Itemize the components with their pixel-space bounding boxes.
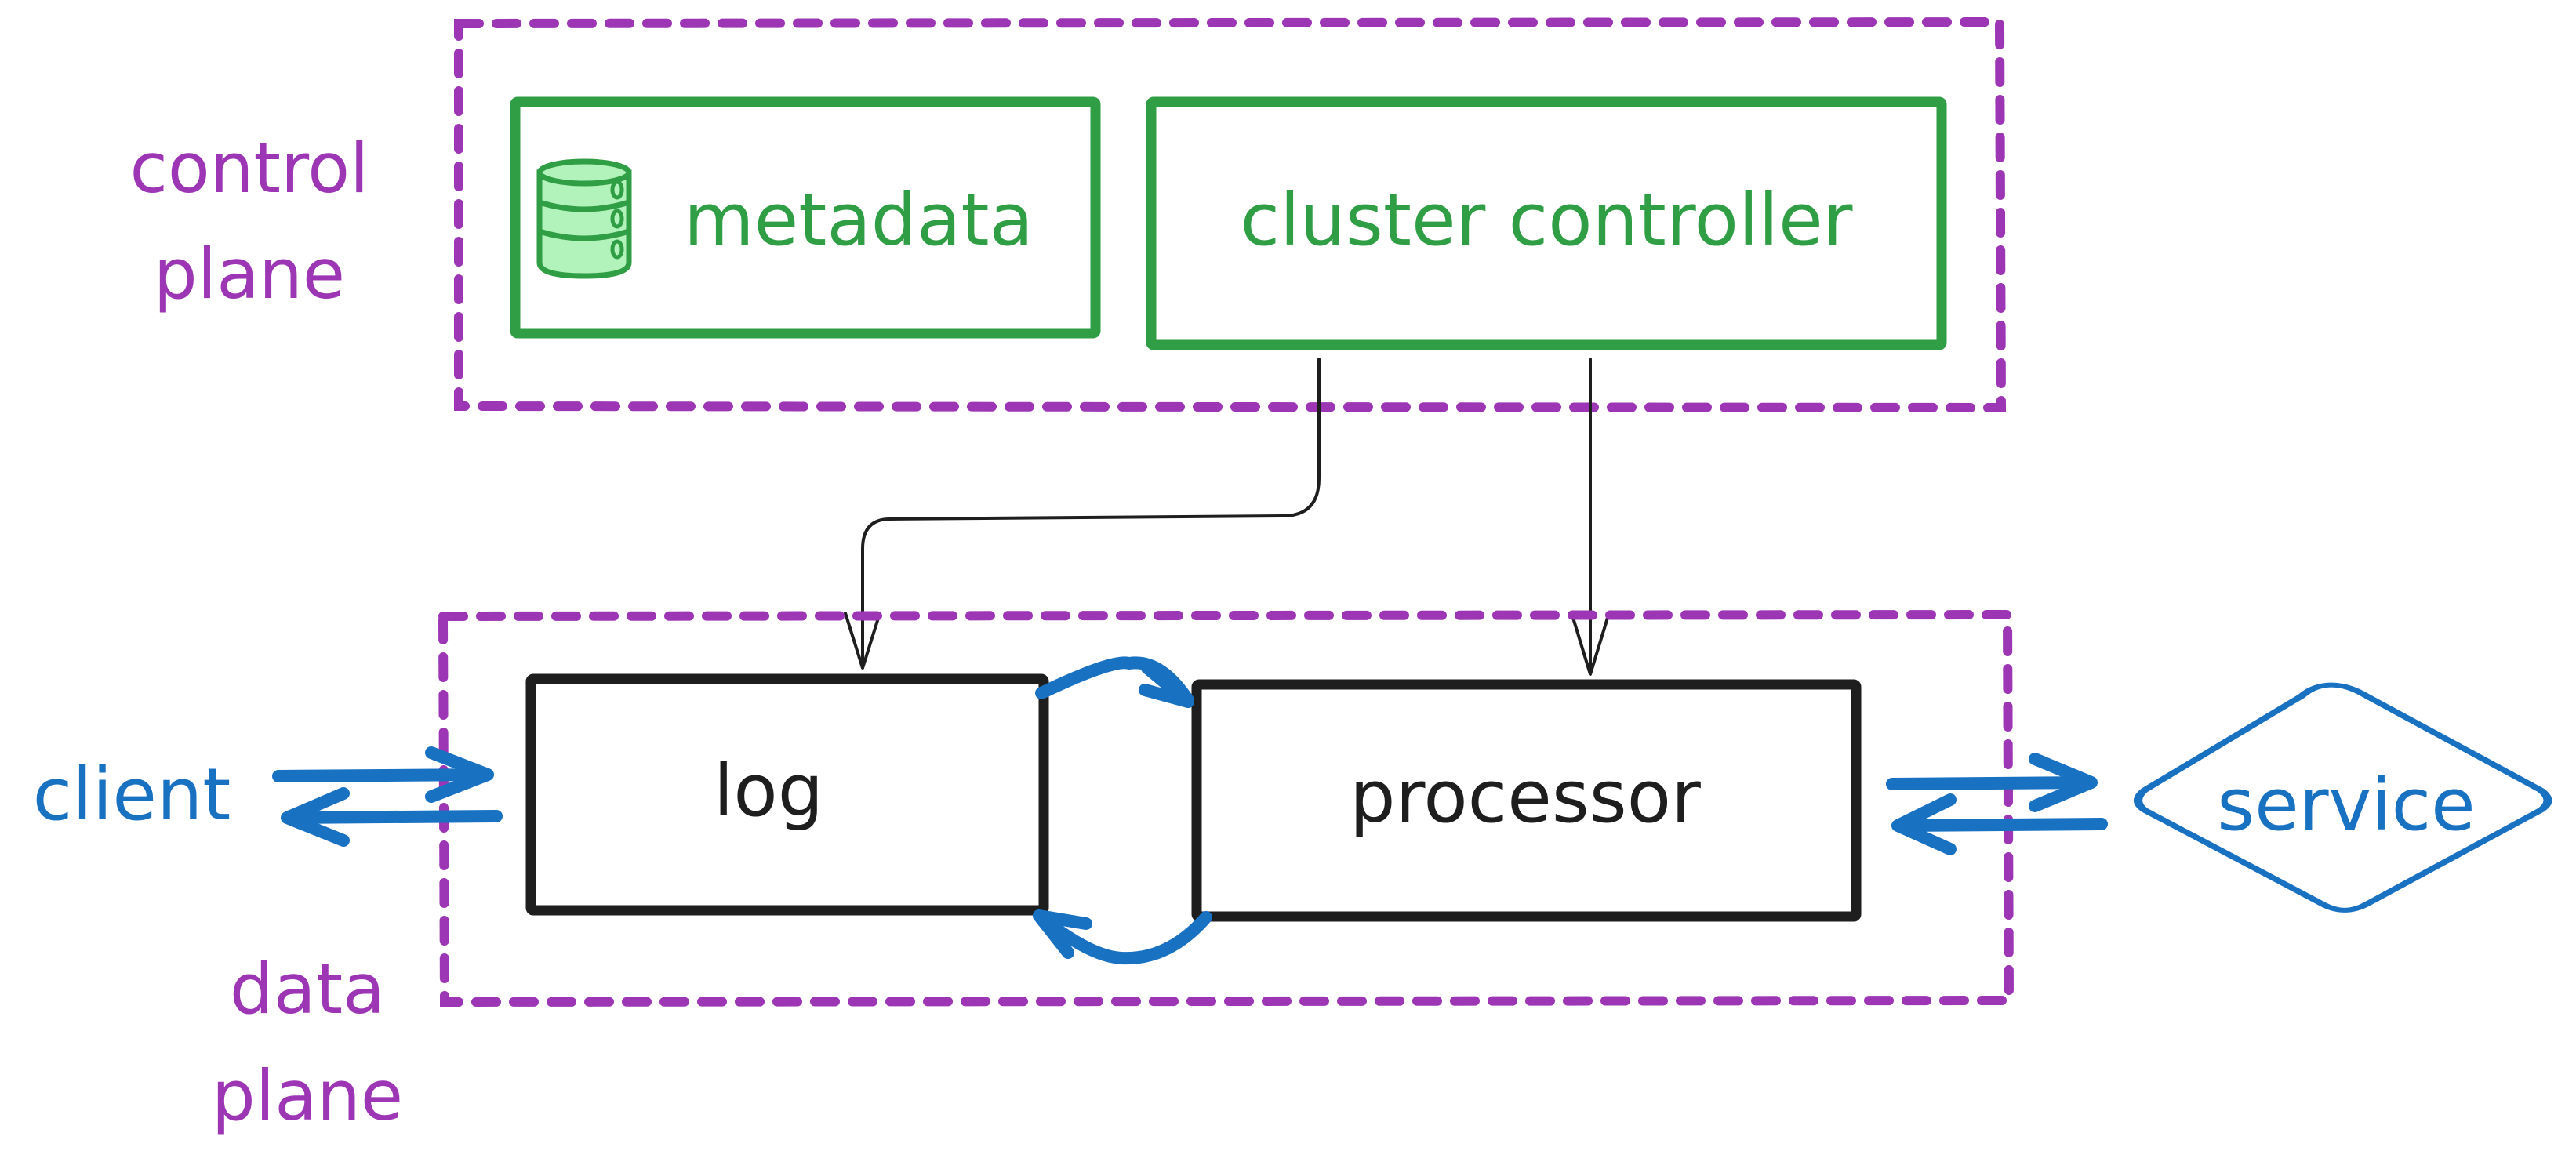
- control-to-log-arrow: [844, 358, 1321, 670]
- processor-to-log-arrow: [1033, 909, 1212, 965]
- control-plane-label-line1: control: [129, 128, 369, 209]
- log-label: log: [714, 749, 823, 833]
- log-node[interactable]: log: [525, 673, 1049, 916]
- processor-to-service-arrow: [1886, 753, 2098, 812]
- client-label: client: [33, 753, 231, 837]
- client-to-log-arrow: [272, 746, 494, 803]
- metadata-node[interactable]: metadata: [510, 96, 1101, 339]
- metadata-label: metadata: [684, 178, 1034, 262]
- control-to-processor-arrow: [1571, 358, 1609, 676]
- service-label: service: [2217, 763, 2476, 847]
- database-icon: [536, 158, 632, 279]
- service-to-processor-arrow: [1891, 793, 2108, 855]
- data-plane-label-line2: plane: [212, 1055, 403, 1136]
- processor-node[interactable]: processor: [1191, 679, 1862, 922]
- log-to-processor-arrow: [1035, 656, 1194, 708]
- data-plane-group: data plane: [212, 609, 2015, 1136]
- log-to-client-arrow: [281, 787, 503, 847]
- service-node[interactable]: service: [2134, 682, 2552, 913]
- client-node[interactable]: client: [33, 753, 231, 837]
- control-plane-boundary: [454, 16, 2007, 413]
- control-plane-group: control plane: [129, 16, 2007, 413]
- processor-label: processor: [1350, 755, 1701, 839]
- control-plane-label-line2: plane: [154, 234, 345, 314]
- cluster-controller-node[interactable]: cluster controller: [1146, 96, 1947, 350]
- cluster-controller-label: cluster controller: [1240, 178, 1852, 262]
- data-plane-label-line1: data: [230, 949, 385, 1029]
